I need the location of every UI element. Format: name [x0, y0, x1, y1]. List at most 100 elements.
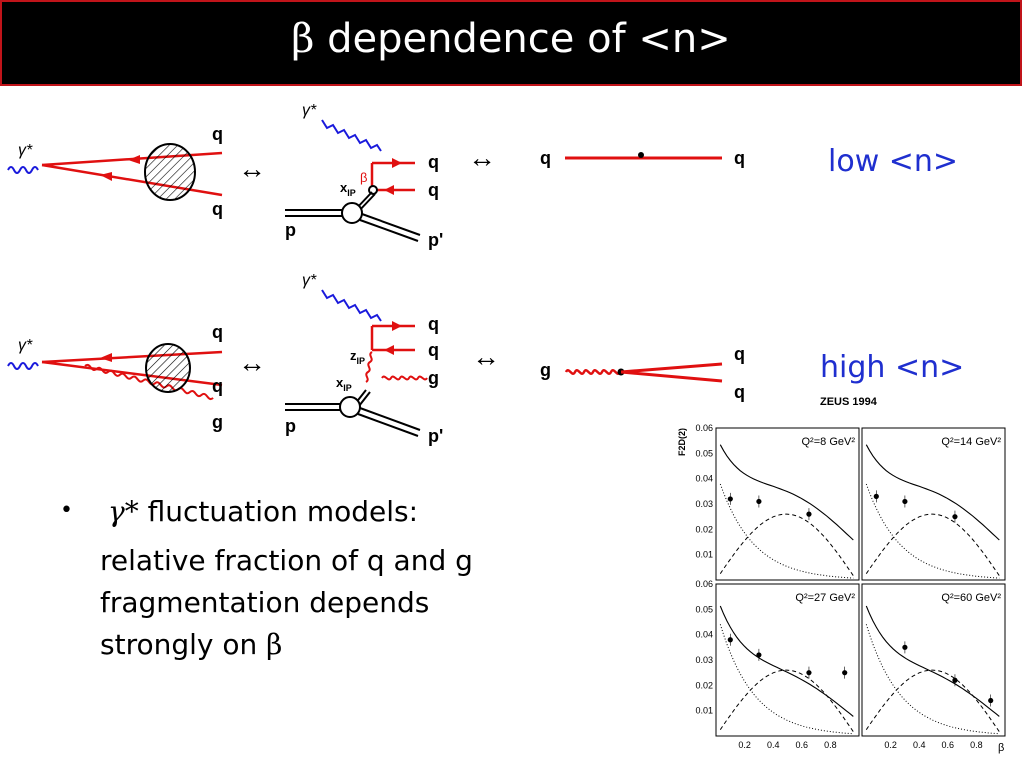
data-point [988, 697, 994, 704]
total-model-curve [719, 605, 854, 717]
proton-prime-label: p' [428, 230, 443, 250]
quark-label: q [212, 124, 223, 144]
data-point [727, 637, 733, 643]
bullet-line-4: strongly on β [100, 628, 283, 661]
row1-diagram-a: γ* q q [7, 124, 223, 219]
y-tick-label: 0.01 [695, 706, 713, 716]
dashed-model-curve [719, 513, 854, 576]
proton-label: p [285, 220, 296, 240]
equivalence-arrow: ↔ [468, 142, 496, 173]
plot-panel: Q²=27 GeV² [715, 583, 860, 737]
bullet-marker: • [60, 498, 73, 523]
y-tick-label: 0.04 [695, 474, 713, 484]
data-point [756, 652, 762, 658]
x-tick-label: 0.6 [942, 740, 955, 750]
bullet-text: fluctuation models: [138, 495, 419, 528]
gluon-curly-line [365, 351, 373, 383]
x-tick-label: 0.2 [738, 740, 751, 750]
gamma-star-symbol: γ* [108, 495, 139, 528]
quark-label: q [212, 322, 223, 342]
dotted-model-curve [719, 624, 854, 735]
gamma-star-label: γ* [18, 337, 33, 354]
arrow-head [392, 158, 402, 168]
quark-label: q [540, 148, 551, 168]
arrow-head [100, 353, 112, 362]
y-tick-label: 0.03 [695, 655, 713, 665]
y-tick-label: 0.04 [695, 630, 713, 640]
row2-diagram-b: γ* zIP xIP q q g p p' [285, 272, 443, 446]
y-tick-label: 0.02 [695, 680, 713, 690]
bullet-line-2: relative fraction of q and g [100, 544, 473, 577]
arrow-head [128, 155, 140, 164]
photon-wavy-line [321, 289, 382, 322]
figure-label: ZEUS 1994 [820, 396, 878, 408]
proton-label: p [285, 416, 296, 436]
row1-diagram-b: γ* β xIP q q p p' [285, 102, 443, 250]
y-tick-label: 0.06 [695, 423, 713, 433]
total-model-curve [865, 444, 1000, 541]
plot-panel: Q²=8 GeV² [715, 427, 860, 581]
data-point [952, 677, 958, 683]
antiquark-line [41, 163, 223, 197]
dashed-model-curve [865, 669, 1000, 732]
gluon-label: g [540, 360, 551, 380]
arrow-head [384, 185, 394, 195]
y-tick-label: 0.01 [695, 550, 713, 560]
dashed-model-curve [719, 669, 854, 732]
row1-diagram-c: q q [540, 148, 745, 168]
panel-frame [861, 583, 1006, 737]
equivalence-arrow: ↔ [238, 347, 266, 378]
gamma-star-label: γ* [18, 142, 33, 159]
x-tick-label: 0.4 [767, 740, 780, 750]
beta-symbol: β [266, 628, 283, 661]
x-pomeron-label: xIP [340, 180, 356, 198]
arrow-head [100, 172, 112, 181]
photon-wavy-line [7, 166, 39, 174]
y-tick-label: 0.06 [695, 579, 713, 589]
data-point [806, 511, 812, 517]
bullet-line-3: fragmentation depends [100, 586, 430, 619]
quark-string [620, 362, 723, 374]
data-point [842, 670, 848, 676]
outgoing-proton-line [359, 407, 421, 431]
z-pomeron-label: zIP [350, 348, 365, 366]
hadronic-blob [145, 343, 191, 393]
quark-label: q [734, 148, 745, 168]
y-tick-label: 0.05 [695, 448, 713, 458]
quark-label: q [212, 199, 223, 219]
panel-label: Q²=60 GeV² [941, 592, 1001, 604]
title-bar: β dependence of <n> [0, 0, 1022, 86]
dashed-model-curve [865, 513, 1000, 576]
quark-label: q [428, 314, 439, 334]
total-model-curve [719, 444, 854, 541]
dotted-model-curve [865, 483, 1000, 579]
y-tick-label: 0.05 [695, 604, 713, 614]
outgoing-proton-line [359, 219, 419, 242]
data-point [952, 514, 958, 520]
photon-wavy-line [321, 119, 382, 152]
low-n-label: low <n> [828, 144, 959, 179]
slide-title: β dependence of <n> [2, 16, 1020, 62]
gluon-label: g [428, 368, 439, 388]
x-pomeron-label: xIP [336, 375, 352, 393]
quark-string [620, 370, 723, 383]
hadronic-blob [144, 143, 196, 201]
data-point [873, 493, 879, 499]
gamma-star-label: γ* [302, 272, 317, 289]
proton-vertex [339, 396, 361, 418]
x-tick-label: 0.8 [824, 740, 837, 750]
beta-label: β [360, 170, 367, 185]
y-axis-label: F2D(2) [677, 428, 687, 456]
bullet-line-1: γ* fluctuation models: [108, 495, 418, 528]
photon-wavy-line [7, 362, 39, 370]
antiquark-line [41, 360, 223, 387]
x-tick-label: 0.4 [913, 740, 926, 750]
gluon-curly-line [381, 375, 428, 381]
equivalence-arrow: ↔ [472, 341, 500, 372]
quark-label: q [428, 180, 439, 200]
quark-label: q [428, 340, 439, 360]
high-n-label: high <n> [820, 350, 965, 385]
y-tick-label: 0.03 [695, 499, 713, 509]
